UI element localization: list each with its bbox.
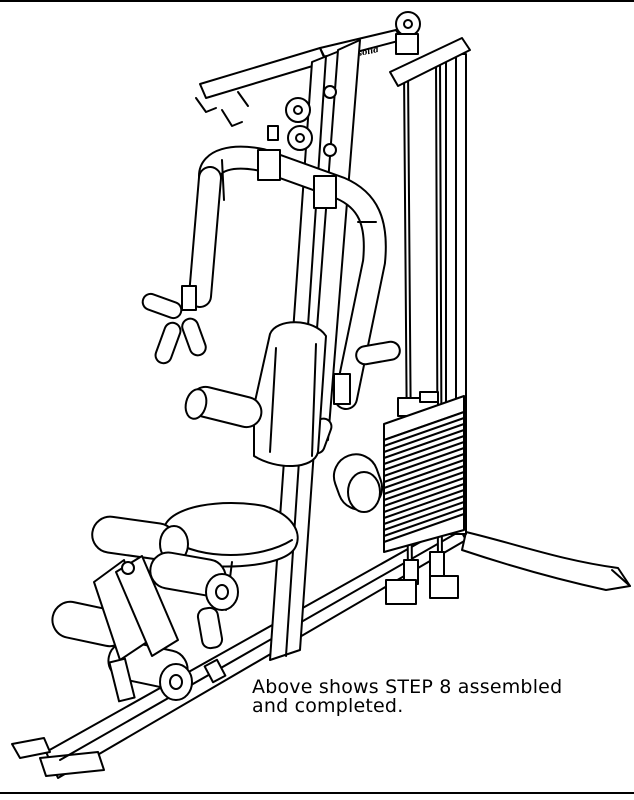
column-pulleys: [267, 85, 337, 157]
right-floor-foot: [461, 531, 631, 591]
back-pad: [253, 321, 327, 467]
leg-developer: [51, 515, 239, 703]
side-roller-pads: [184, 385, 384, 513]
weight-stack: [383, 391, 465, 605]
figure-caption: Above shows STEP 8 assembled and complet…: [252, 678, 612, 716]
top-border-rule: [0, 0, 634, 2]
bottom-border-rule: [0, 792, 634, 794]
top-accessory-hooks: [195, 91, 249, 127]
caption-line-2: and completed.: [252, 695, 404, 717]
caption-line-1: Above shows STEP 8 assembled: [252, 676, 563, 698]
press-arm-frame: [188, 145, 387, 410]
left-press-handle: [141, 285, 207, 365]
